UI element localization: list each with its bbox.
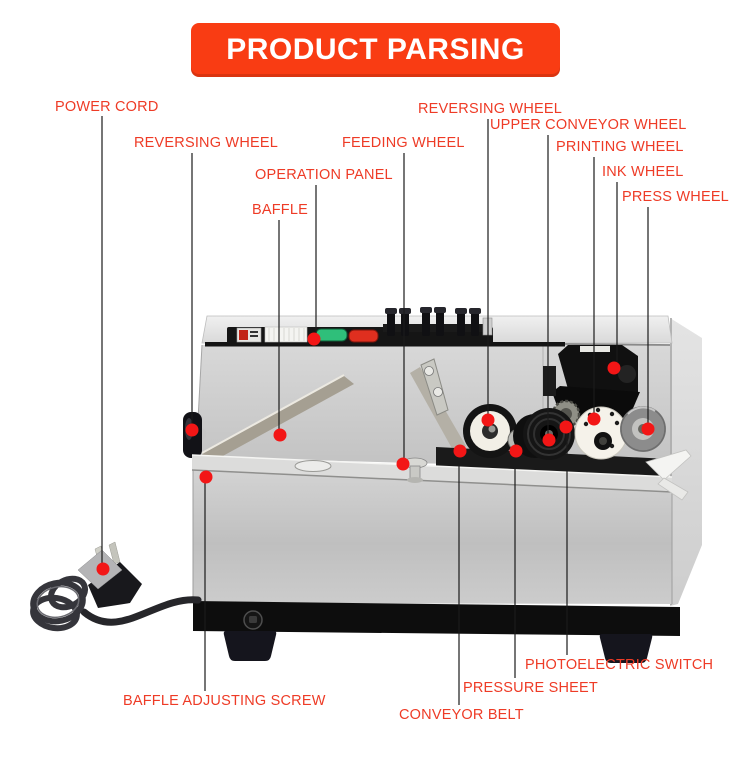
- stop-button[interactable]: [348, 329, 379, 343]
- label-power-cord: POWER CORD: [55, 99, 159, 115]
- reversing-wheel[interactable]: [463, 404, 517, 458]
- machine-base: [193, 601, 680, 636]
- machine-feet: [223, 631, 653, 663]
- page-title: PRODUCT PARSING: [226, 33, 525, 66]
- label-baffle: BAFFLE: [252, 202, 308, 218]
- table-handle: [294, 460, 332, 472]
- lower-cabinet: [192, 470, 673, 604]
- label-pressure-sheet: PRESSURE SHEET: [463, 680, 598, 696]
- label-upper-conveyor-wheel: UPPER CONVEYOR WHEEL: [490, 117, 687, 133]
- power-cord-plug: [30, 541, 202, 632]
- warning-sticker: [236, 327, 262, 343]
- part-dot-power-cord: [96, 562, 110, 576]
- label-operation-panel: OPERATION PANEL: [255, 167, 393, 183]
- label-reversing-wheel-right: REVERSING WHEEL: [418, 101, 562, 117]
- baffle-plate: [201, 358, 466, 463]
- label-conveyor-belt: CONVEYOR BELT: [399, 707, 524, 723]
- part-dot-press-wheel: [641, 422, 655, 436]
- label-photoelectric-switch: PHOTOELECTRIC SWITCH: [525, 657, 714, 673]
- part-dot-feeding-wheel: [396, 457, 410, 471]
- part-dot-reversing-wheel-left: [185, 423, 199, 437]
- label-press-wheel: PRESS WHEEL: [622, 189, 729, 205]
- operation-panel: [227, 326, 493, 345]
- label-ink-wheel: INK WHEEL: [602, 164, 684, 180]
- part-dot-printing-wheel: [587, 412, 601, 426]
- part-dot-conveyor-belt: [453, 444, 467, 458]
- part-dot-operation-panel: [307, 332, 321, 346]
- label-reversing-wheel-left: REVERSING WHEEL: [134, 135, 278, 151]
- label-feeding-wheel: FEEDING WHEEL: [342, 135, 465, 151]
- part-dot-upper-conveyor-wheel: [542, 433, 556, 447]
- baffle-wing-screw[interactable]: [402, 457, 428, 483]
- title-banner: PRODUCT PARSING: [191, 23, 560, 77]
- label-printing-wheel: PRINTING WHEEL: [556, 139, 684, 155]
- part-dot-photoelectric-switch: [559, 420, 573, 434]
- outfeed-plate: [645, 449, 692, 501]
- part-dot-baffle-adjusting-screw: [199, 470, 213, 484]
- part-dot-baffle: [273, 428, 287, 442]
- part-dot-pressure-sheet: [509, 444, 523, 458]
- part-dot-reversing-wheel-right: [481, 413, 495, 427]
- label-baffle-adjusting-screw: BAFFLE ADJUSTING SCREW: [123, 693, 326, 709]
- part-dot-ink-wheel: [607, 361, 621, 375]
- work-table: [191, 454, 673, 493]
